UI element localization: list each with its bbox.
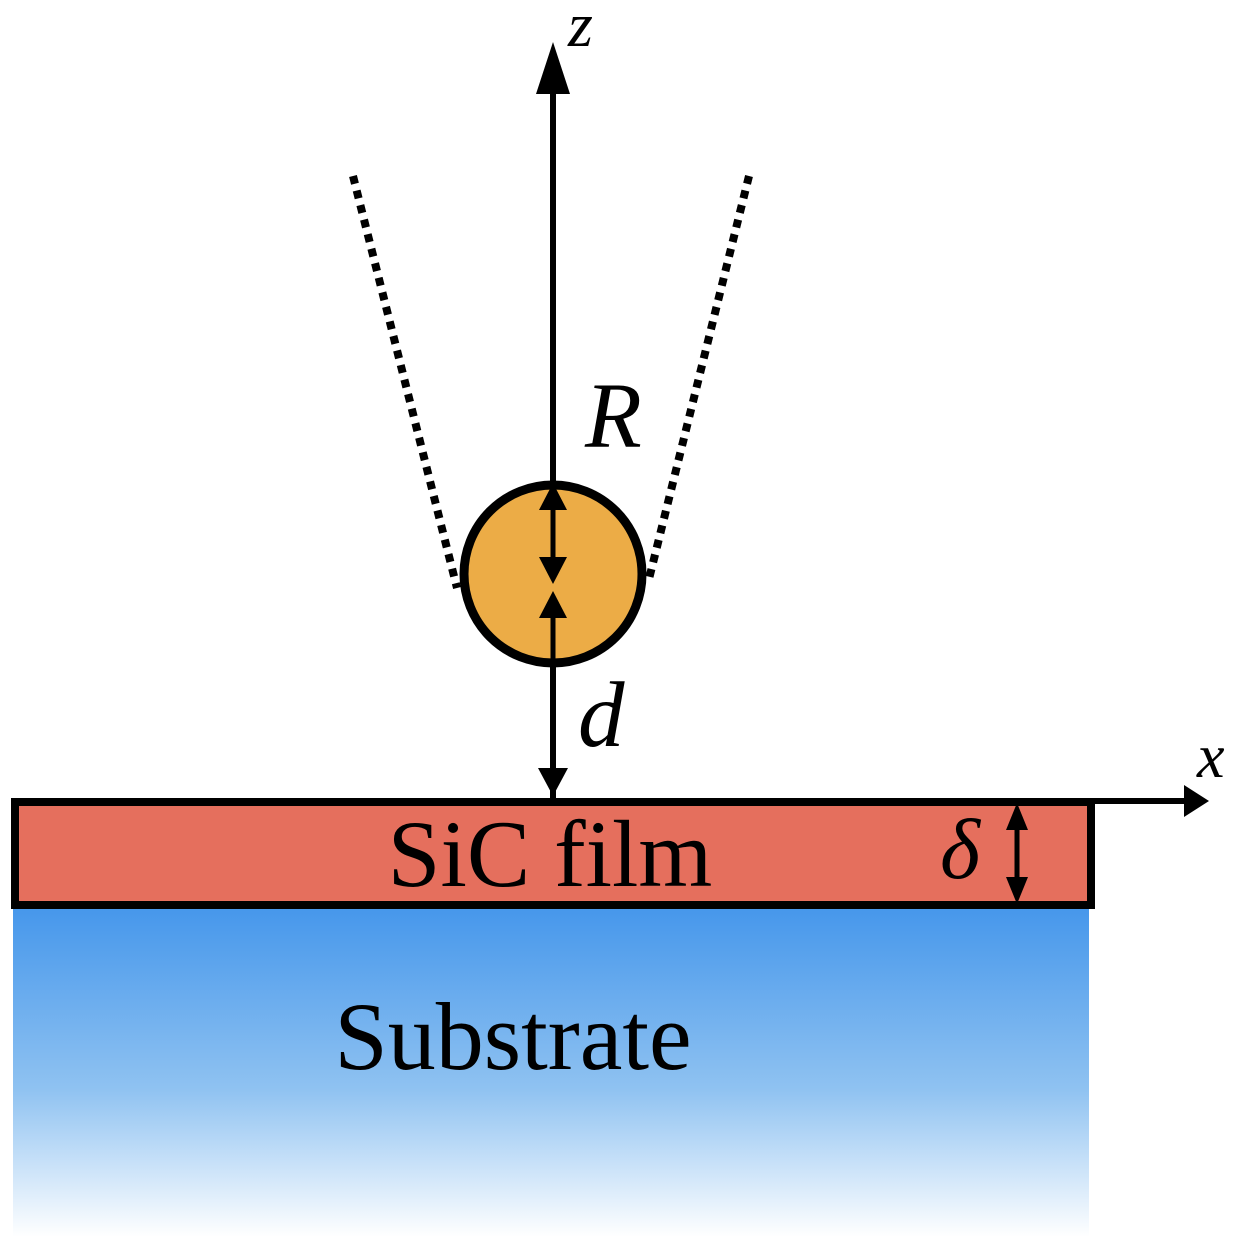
tip-cone-left-dashed-line (349, 175, 461, 589)
x-axis-arrowhead-icon (1184, 785, 1209, 817)
radius-arrowhead-down-icon (539, 557, 567, 584)
film-thickness-label: δ (940, 801, 982, 897)
tip-radius-label: R (584, 365, 642, 468)
radius-arrowhead-up-icon (539, 483, 567, 510)
z-axis-arrowhead-icon (536, 42, 570, 94)
z-axis-label: z (567, 0, 593, 60)
film-rect (11, 798, 1095, 909)
thickness-arrowhead-down-icon (1006, 877, 1028, 904)
thickness-arrowhead-up-icon (1006, 803, 1028, 830)
film-label: SiC film (388, 801, 713, 907)
distance-arrowhead-down-icon (538, 768, 568, 796)
tip-sample-distance-label: d (578, 664, 625, 767)
distance-arrowhead-up-icon (539, 591, 567, 618)
tip-cone-right-dashed-line (644, 175, 753, 584)
x-axis-label: x (1196, 723, 1225, 791)
substrate-label: Substrate (334, 983, 691, 1090)
substrate-rect (13, 908, 1089, 1237)
